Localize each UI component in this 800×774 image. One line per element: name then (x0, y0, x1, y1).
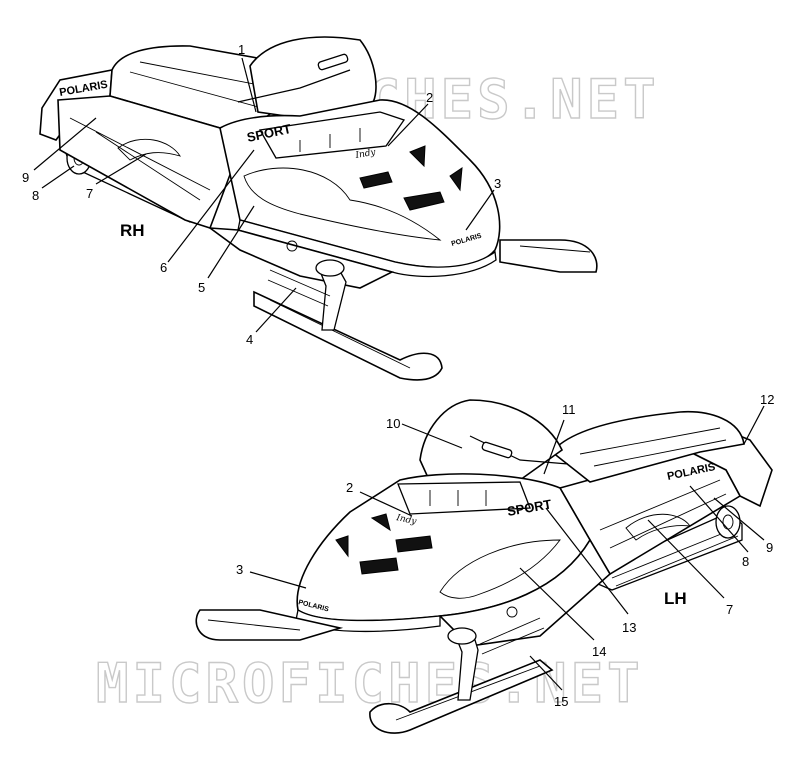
belly-pan-lh (438, 538, 612, 647)
callout-lh-14: 14 (592, 644, 606, 659)
callout-lh-13: 13 (622, 620, 636, 635)
callout-rh-6: 6 (160, 260, 167, 275)
side-flame-decal-lh (625, 513, 691, 541)
snowmobile-rh-view: POLARIS SPORT Indy POLARIS (39, 36, 598, 381)
right-ski-rh (499, 239, 598, 273)
callout-lh-2: 2 (346, 480, 353, 495)
callout-rh-7: 7 (86, 186, 93, 201)
callout-rh-9: 9 (22, 170, 29, 185)
console-lh (397, 481, 531, 515)
callout-rh-2: 2 (426, 90, 433, 105)
view-label-lh: LH (664, 589, 687, 608)
callout-lh-12: 12 (760, 392, 774, 407)
callout-lh-3: 3 (236, 562, 243, 577)
console-rh (258, 111, 406, 159)
far-ski-lh (195, 609, 344, 641)
callout-rh-3: 3 (494, 176, 501, 191)
callout-rh-8: 8 (32, 188, 39, 203)
left-ski-rh (253, 290, 443, 381)
callout-rh-1: 1 (238, 42, 245, 57)
callout-lh-9: 9 (766, 540, 773, 555)
snowmobile-lh-view: POLARIS SPORT Indy POLARIS (195, 399, 773, 734)
watermark-bottom: MICROFICHES.NET (96, 652, 644, 715)
callout-lh-10: 10 (386, 416, 400, 431)
side-flame-decal-rh (117, 138, 182, 161)
hood-flame-decal-rh (243, 167, 442, 241)
callout-lh-11: 11 (562, 402, 576, 417)
rear-wheel-lh (715, 505, 741, 539)
callout-lh-15: 15 (554, 694, 568, 709)
lh-leader-lines (249, 405, 765, 691)
callout-rh-5: 5 (198, 280, 205, 295)
script-decal-rh: Indy (354, 147, 378, 161)
callout-rh-4: 4 (246, 332, 253, 347)
callout-lh-8: 8 (742, 554, 749, 569)
windshield-lh (419, 399, 564, 483)
view-label-rh: RH (120, 221, 145, 240)
rh-leader-lines (33, 57, 495, 333)
callout-lh-7: 7 (726, 602, 733, 617)
script-decal-lh: Indy (394, 513, 418, 527)
hood-flame-decal-lh (439, 539, 561, 599)
